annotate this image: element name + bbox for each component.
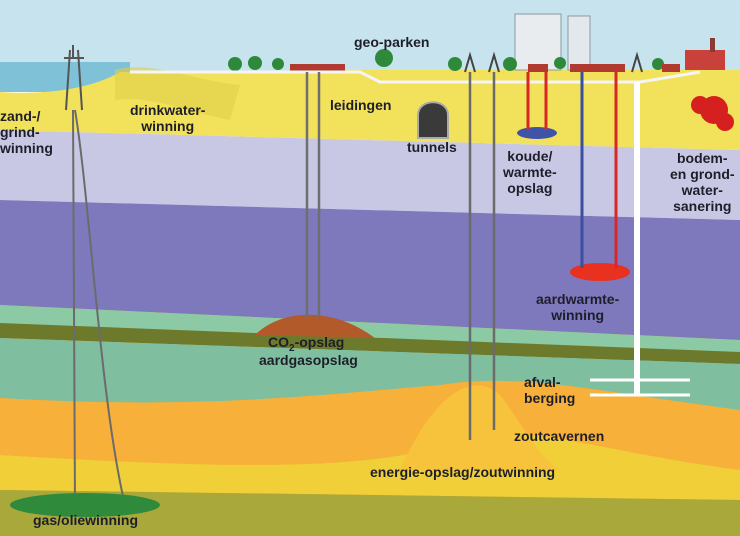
pipeline [130, 70, 701, 84]
layer-orange-front [0, 380, 740, 470]
dune-hatch [115, 67, 240, 120]
label-geo-parken: geo-parken [354, 34, 430, 50]
aardwarmte-reservoir [570, 263, 630, 281]
building-tower [514, 13, 562, 71]
label-energie-opslag-zoutwinning: energie-opslag/zoutwinning [370, 464, 556, 480]
contamination-blob [691, 96, 734, 131]
label-drinkwater-winning: drinkwater- winning [130, 102, 206, 134]
salt-dome [400, 385, 560, 470]
layer-lilac [0, 130, 740, 220]
gas-well [72, 109, 126, 506]
label-aardgasopslag: aardgasopslag [259, 352, 358, 368]
gas-oil-reservoir [10, 493, 160, 517]
label-co2-opslag: CO2-opslag [268, 334, 345, 353]
oil-platform [64, 45, 84, 111]
co2-wells [305, 72, 321, 318]
factory [685, 50, 725, 70]
label-leidingen: leidingen [330, 97, 392, 113]
co2-text: CO [268, 334, 289, 350]
houses [290, 64, 680, 72]
label-tunnels: tunnels [407, 139, 457, 155]
layer-yellow-deep [0, 433, 740, 500]
building-tower-2 [567, 15, 591, 71]
co2-reservoir [255, 314, 375, 338]
koude-warmte-reservoir [517, 127, 557, 139]
tunnel [417, 101, 449, 139]
layer-olive-deep [0, 490, 740, 536]
derricks [464, 51, 643, 73]
koude-pipes [526, 72, 548, 130]
label-afval-berging: afval- berging [524, 374, 576, 406]
waste-galleries [590, 378, 690, 397]
label-zoutcavernen: zoutcavernen [514, 428, 605, 444]
label-aardwarmte-winning: aardwarmte- winning [536, 291, 620, 323]
label-zand-grind-winning: zand-/ grind- winning [0, 108, 53, 156]
label-koude-warmte-opslag: koude/ warmte- opslag [503, 148, 557, 196]
co2-subscript: 2 [289, 342, 295, 354]
label-bodem-grondwater-sanering: bodem- en grond- water- sanering [670, 150, 735, 214]
layer-purple [0, 200, 740, 340]
factory-chimney [710, 38, 715, 52]
salt-wells [468, 72, 496, 440]
co2-opslag-text: -opslag [294, 334, 345, 350]
label-gas-oliewinning: gas/oliewinning [33, 512, 139, 528]
layer-olive [0, 323, 740, 364]
trees [228, 49, 664, 71]
layer-teal-lower [0, 338, 740, 410]
